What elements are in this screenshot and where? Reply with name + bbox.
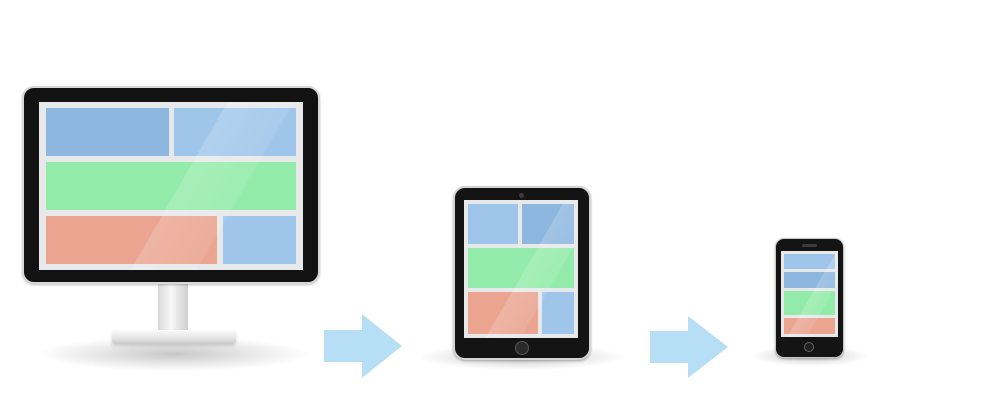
layout-block-header-right	[522, 204, 574, 244]
phone-screen	[781, 251, 838, 337]
tablet-camera	[519, 193, 524, 198]
monitor-stand-neck	[158, 282, 188, 332]
layout-block-4	[784, 318, 835, 334]
monitor-stand-base	[112, 330, 236, 344]
layout-block-header-left	[46, 108, 169, 156]
phone-speaker	[802, 244, 817, 247]
monitor-screen	[39, 102, 303, 270]
layout-block-footer-right	[223, 216, 296, 264]
right-arrow-icon	[324, 314, 402, 378]
layout-block-3	[784, 291, 835, 315]
layout-block-footer-left	[468, 292, 538, 334]
smartphone-icon	[775, 238, 844, 358]
layout-block-footer-left	[46, 216, 217, 264]
right-arrow-icon	[650, 316, 728, 378]
tablet-icon	[453, 186, 591, 360]
layout-block-header-left	[468, 204, 518, 244]
layout-block-1	[784, 254, 835, 269]
phone-home-button	[804, 342, 814, 352]
layout-block-content	[468, 248, 574, 288]
tablet-home-button	[515, 341, 529, 355]
layout-block-header-right	[174, 108, 296, 156]
tablet-screen	[464, 200, 578, 338]
layout-block-content	[46, 162, 296, 210]
desktop-monitor-icon	[22, 86, 320, 358]
layout-block-2	[784, 272, 835, 288]
layout-block-footer-right	[542, 292, 574, 334]
